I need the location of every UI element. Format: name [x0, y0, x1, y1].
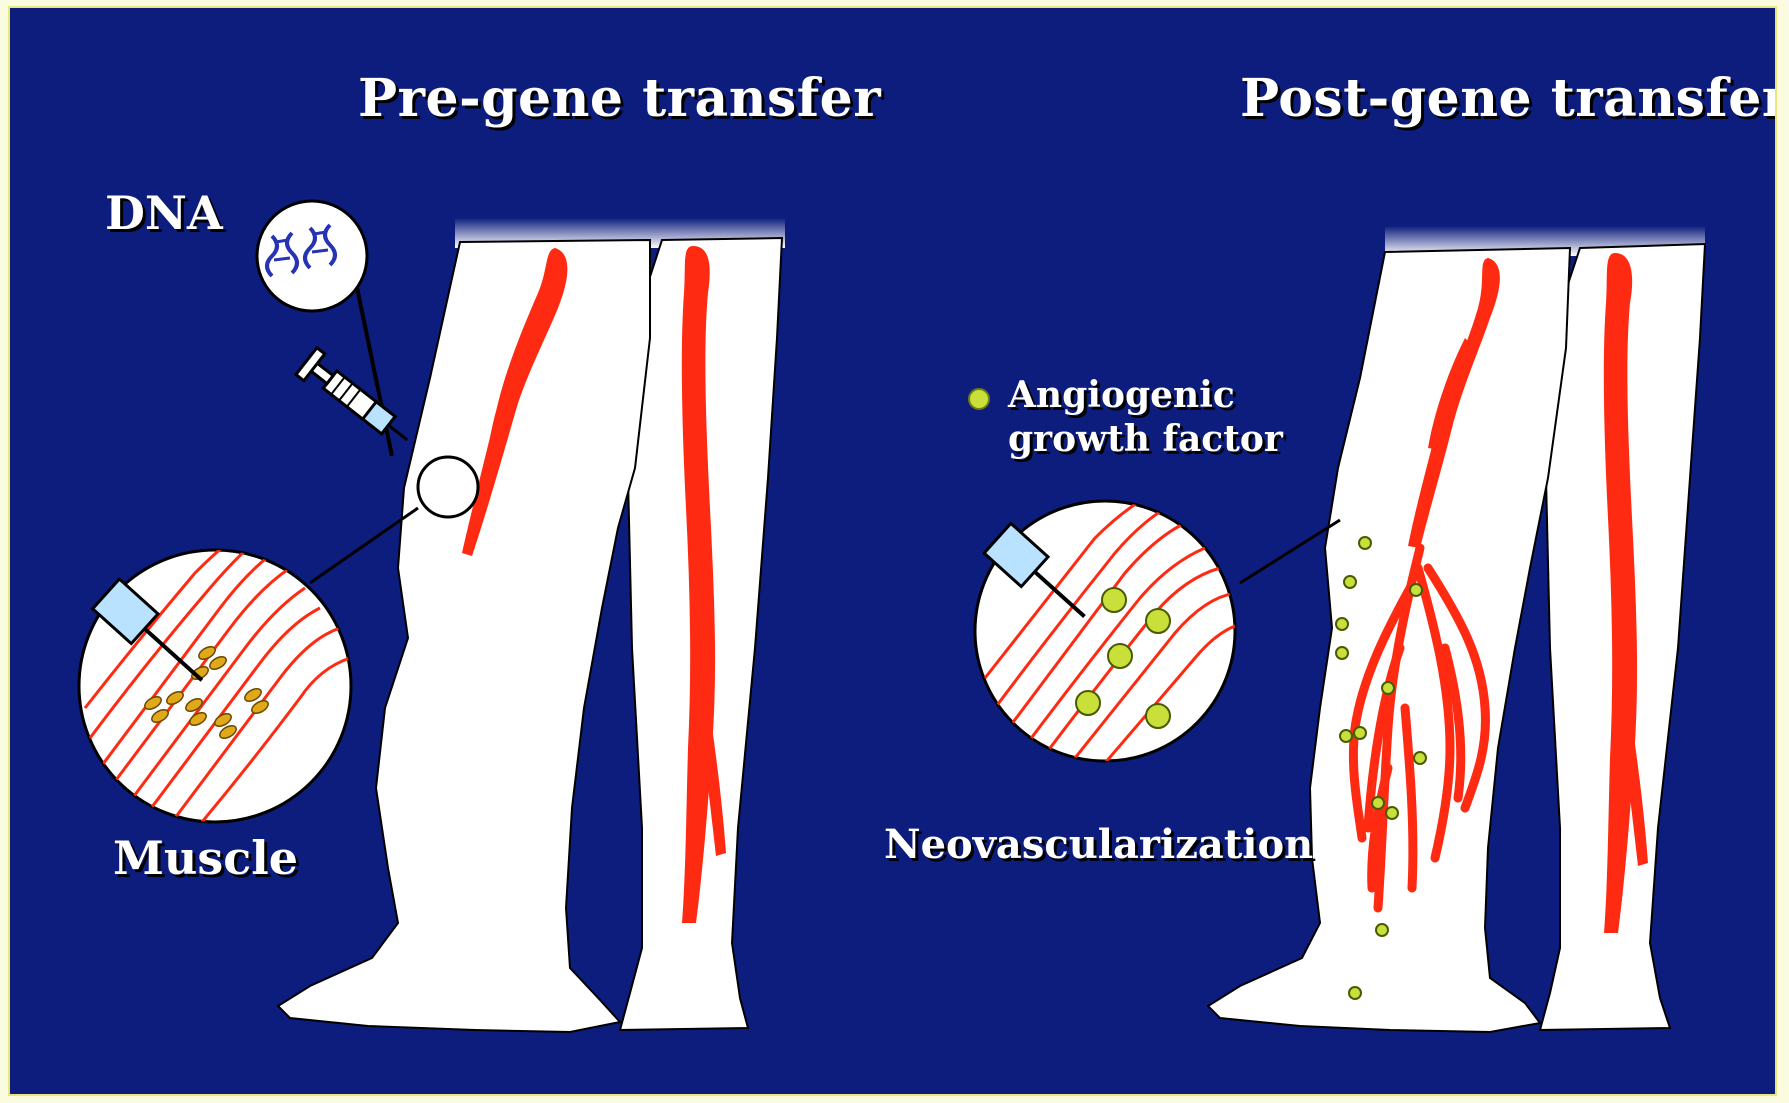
muscle-label: Muscle — [113, 831, 298, 885]
pre-gene-transfer-title: Pre-gene transfer — [358, 68, 881, 129]
muscle-zoom-circle — [79, 533, 351, 848]
diagram-artwork — [10, 8, 1775, 1094]
neovascularization-label: Neovascularization — [884, 821, 1313, 868]
right-front-leg — [1208, 248, 1570, 1032]
post-gene-transfer-title: Post-gene transfer — [1240, 68, 1777, 129]
syringe-icon — [296, 348, 418, 454]
legend-line-1: Angiogenic — [970, 373, 1283, 417]
dna-label: DNA — [105, 186, 223, 240]
dna-helix-icon — [257, 201, 367, 311]
legend-line-2: growth factor — [970, 417, 1283, 461]
growth-factor-legend: Angiogenic growth factor — [970, 373, 1283, 461]
growth-factor-zoom-circle — [975, 498, 1245, 798]
diagram-frame: Pre-gene transfer Post-gene transfer DNA… — [8, 6, 1777, 1096]
